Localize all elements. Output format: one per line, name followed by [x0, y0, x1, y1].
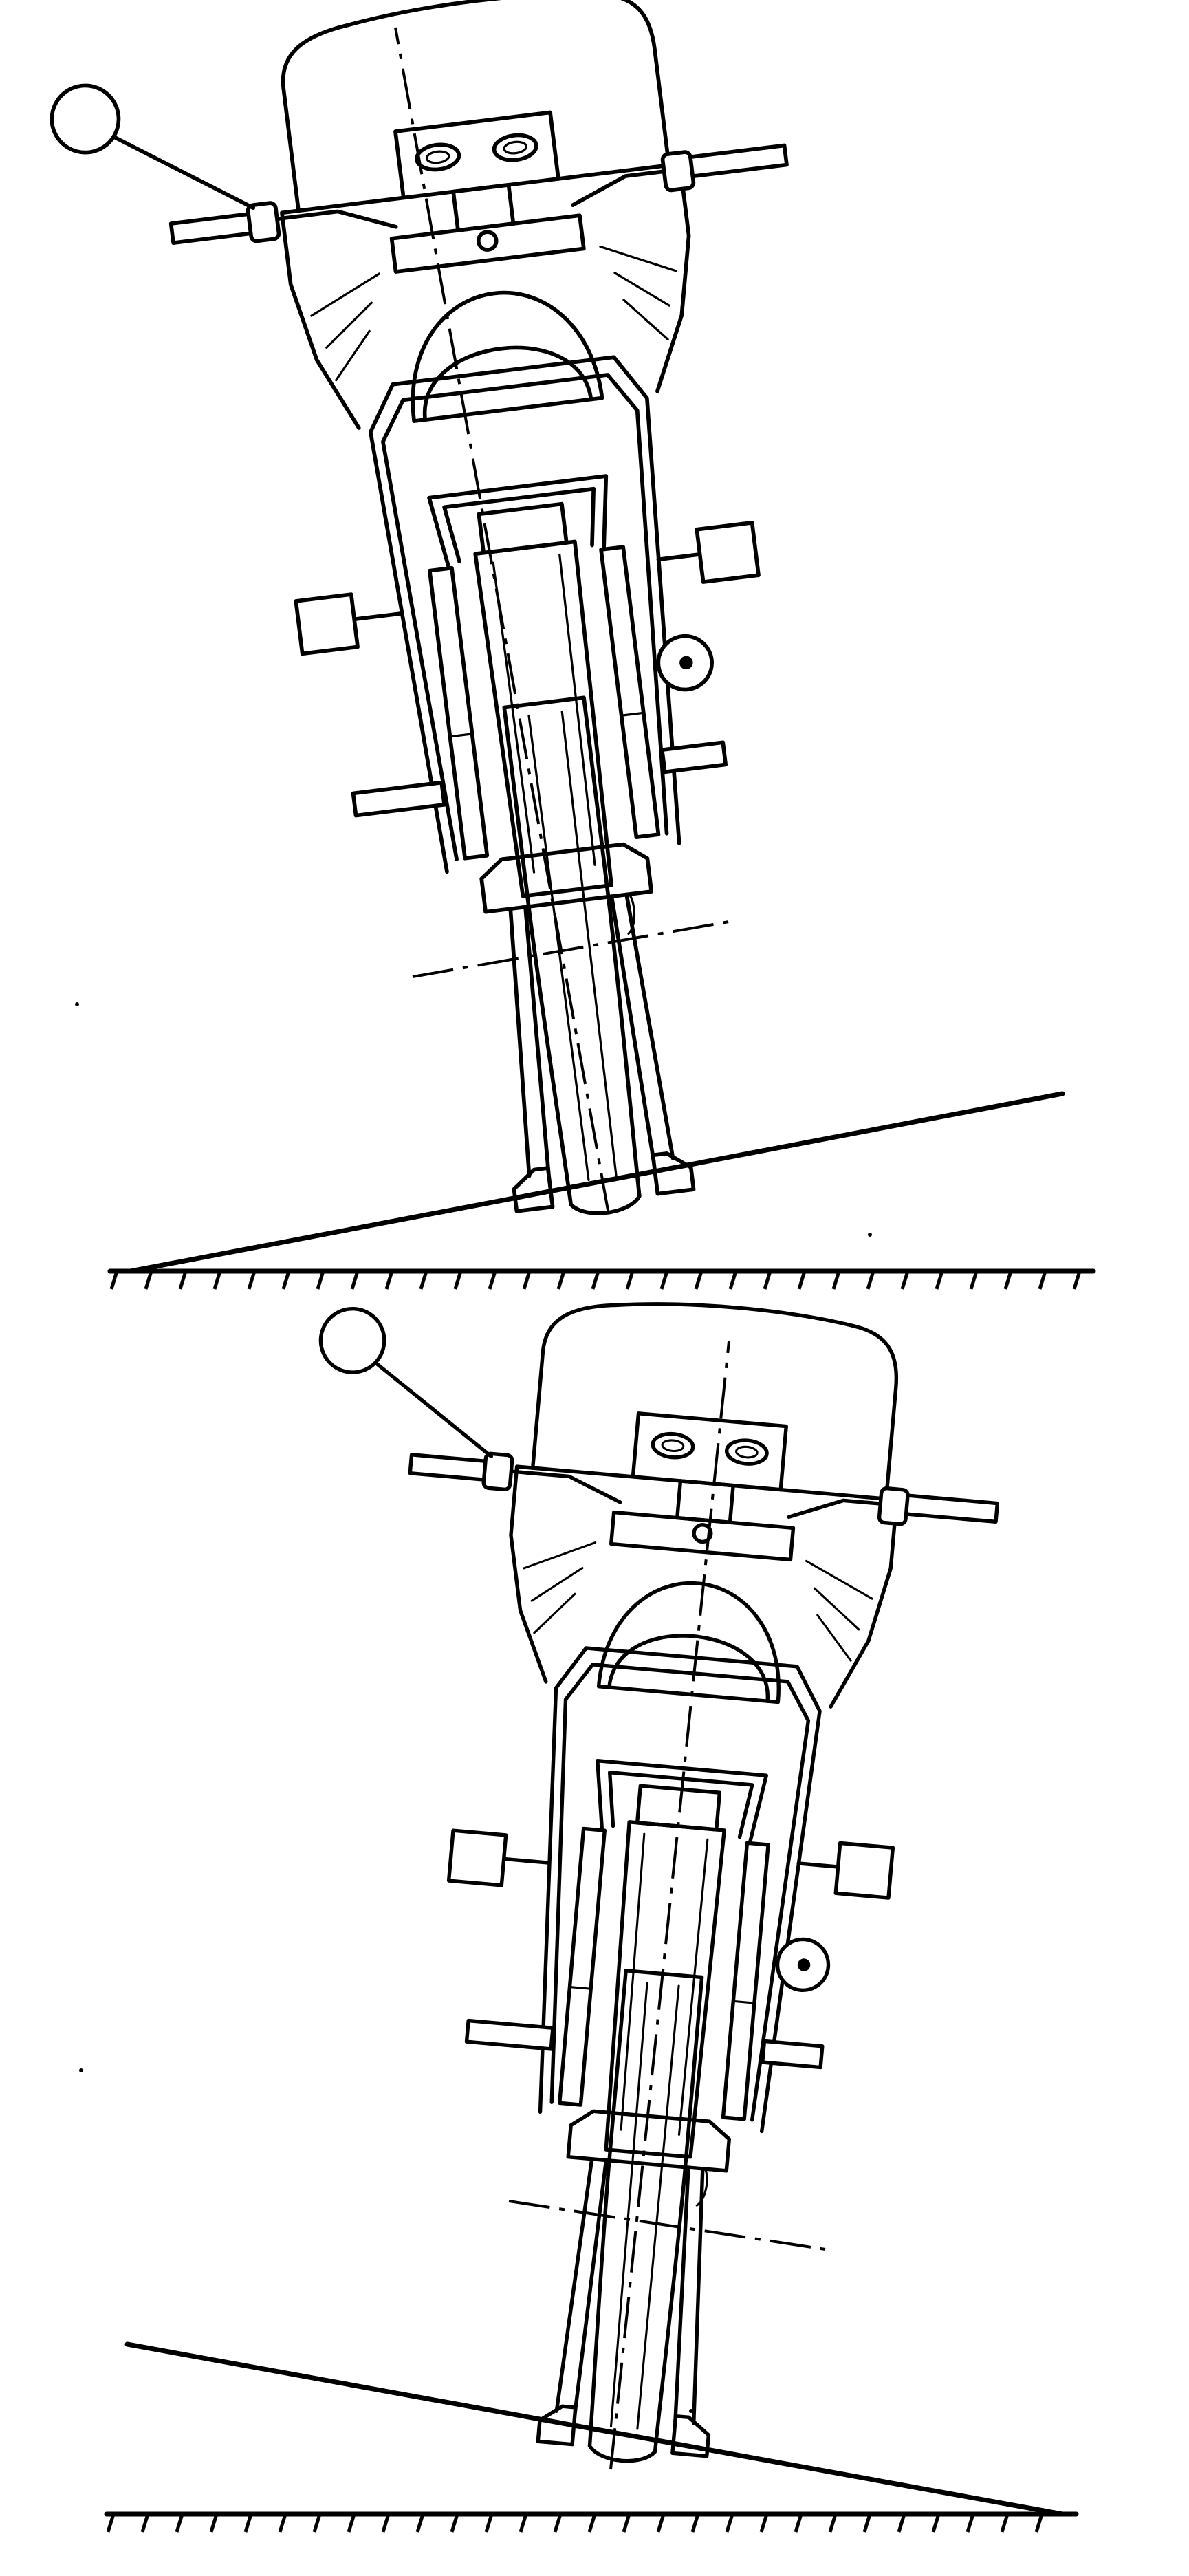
- speck: [75, 1002, 79, 1006]
- speck: [868, 1233, 872, 1237]
- top-ground-hatching: [109, 1270, 1082, 1290]
- bottom-centerline: [609, 1341, 730, 2470]
- top-motorcycle: [43, 0, 910, 1264]
- bottom-panel: [104, 1272, 1079, 2533]
- top-centerline: [394, 27, 610, 1215]
- bottom-axle-line: [508, 2200, 826, 2251]
- speck: [79, 2068, 83, 2072]
- top-inclined-ground: [128, 1091, 1065, 1274]
- top-panel: [43, 0, 1096, 1290]
- bottom-ground-hatching: [106, 2513, 1044, 2533]
- speck: [689, 2409, 693, 2413]
- bottom-inclined-ground: [124, 2341, 1065, 2517]
- bottom-motorcycle: [226, 1272, 1012, 2486]
- top-axle-line: [412, 920, 730, 978]
